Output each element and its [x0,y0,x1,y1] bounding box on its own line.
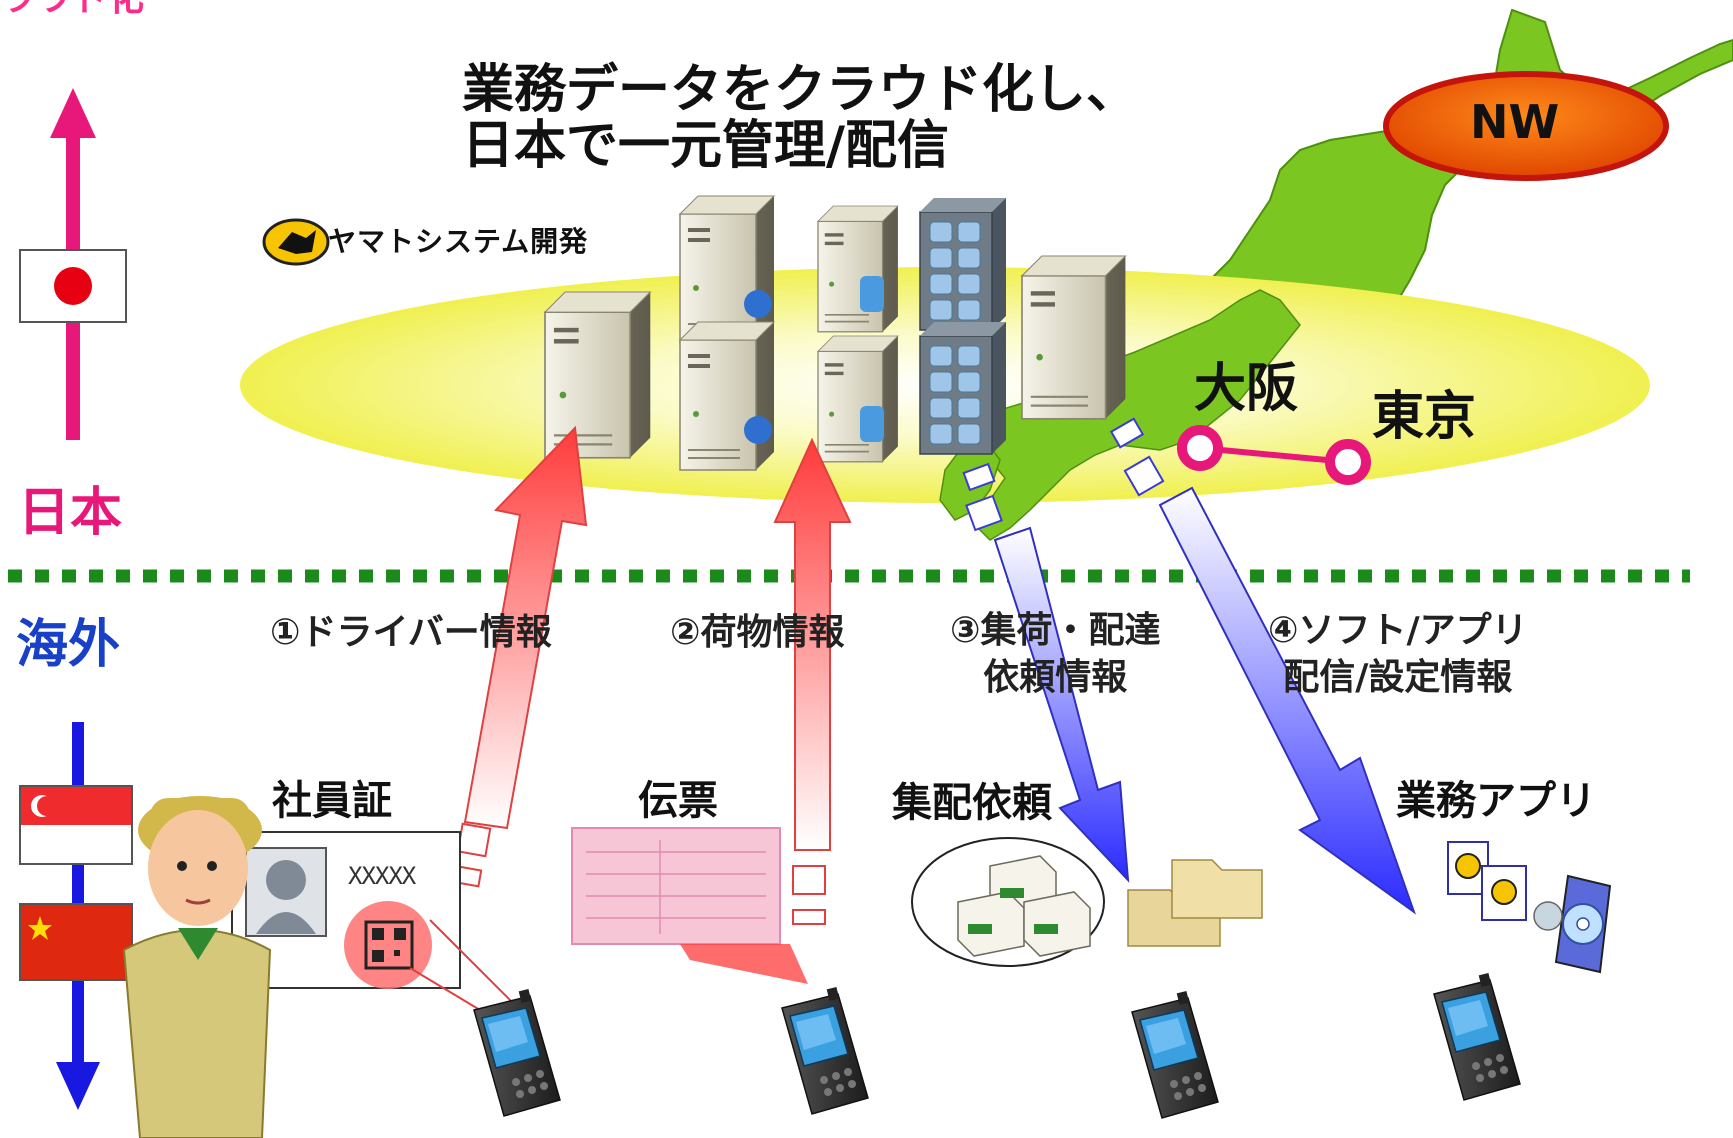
flow-label-software: ④ソフト/アプリ 配信/設定情報 [1268,608,1528,702]
region-label-overseas: 海外 [16,615,121,675]
handheld-terminal-1 [473,988,561,1117]
china-flag [19,903,133,981]
pickup-info-arrow [962,462,1130,883]
section-heading: ラウド化 [0,0,144,19]
server-2 [679,195,775,345]
flow-label-driver: ①ドライバー情報 [270,612,552,653]
main-title: 業務データをクラウド化し、 日本で一元管理/配信 [462,62,1138,174]
folder-icons [1127,859,1263,947]
japan-axis-arrowhead [50,88,96,138]
flow-label-parcel: ②荷物情報 [670,612,845,653]
driver-info-arrow [449,425,588,888]
singapore-flag [19,785,133,865]
network-oval [1383,71,1669,181]
company-name: ヤマトシステム開発 [328,225,589,258]
server-1 [543,290,652,459]
id-card-name-text: XXXXX [348,862,416,890]
qr-code-highlight [344,901,432,989]
server-4 [817,205,899,333]
handheld-terminal-2 [781,986,869,1115]
item-label-id-card: 社員証 [272,778,392,824]
city-label-tokyo: 東京 [1372,387,1477,447]
business-app-icons [1447,841,1612,974]
osaka-marker [1177,425,1223,471]
flow-label-software-line-1: ④ソフト/アプリ [1268,610,1528,651]
overseas-axis-arrowhead [56,1062,100,1110]
item-label-request: 集配依頼 [892,780,1052,826]
storage-1 [919,197,1007,331]
qr-code [364,920,414,970]
software-info-arrow [1109,417,1416,915]
tokyo-marker [1325,439,1371,485]
handheld-terminal-3 [1131,990,1219,1119]
main-title-line-2: 日本で一元管理/配信 [462,116,949,177]
flow-label-pickup-line-2: 依頼情報 [983,656,1128,698]
server-6 [1020,254,1127,420]
flow-label-software-line-2: 配信/設定情報 [1283,656,1513,698]
flow-label-pickup: ③集荷・配達 依頼情報 [950,608,1160,702]
storage-2 [919,321,1007,455]
item-label-apps: 業務アプリ [1396,778,1596,824]
server-3 [679,321,775,471]
pickup-request-boxes [911,837,1105,967]
server-5 [817,335,899,463]
region-label-japan: 日本 [18,483,123,543]
item-label-slip: 伝票 [638,778,718,824]
network-label: NW [1470,95,1560,149]
driver-figure [122,796,272,1138]
main-title-line-1: 業務データをクラウド化し、 [462,60,1139,120]
shipping-slip [571,827,808,984]
osaka-tokyo-link [1199,445,1349,465]
handheld-terminal-4 [1433,972,1521,1101]
city-label-osaka: 大阪 [1194,359,1299,419]
flow-label-pickup-line-1: ③集荷・配達 [950,610,1161,651]
parcel-info-arrow [773,437,852,925]
